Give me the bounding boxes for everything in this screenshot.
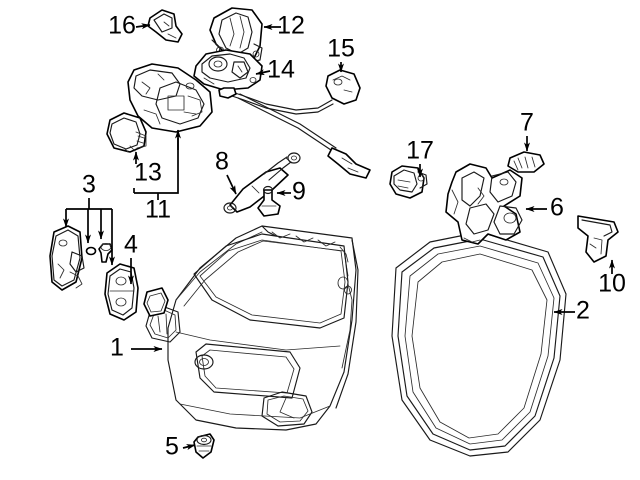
callout-number-5: 5 xyxy=(165,433,179,461)
part-motor-module xyxy=(106,112,147,153)
callout-number-11: 11 xyxy=(145,196,171,224)
part-side-trim-clip xyxy=(577,215,619,263)
callout-number-17: 17 xyxy=(406,137,434,165)
callout-number-3: 3 xyxy=(82,171,96,199)
callout-number-7: 7 xyxy=(520,109,534,137)
part-cover-cap xyxy=(143,287,169,317)
callout-number-12: 12 xyxy=(277,12,305,40)
part-cable-assembly xyxy=(218,69,371,179)
part-gas-strut xyxy=(223,152,301,214)
part-retainer-bracket xyxy=(147,9,183,43)
part-latch-actuator xyxy=(127,63,213,133)
callout-number-10: 10 xyxy=(598,270,626,298)
callout-number-4: 4 xyxy=(124,231,138,259)
callout-number-1: 1 xyxy=(110,334,124,362)
part-handle-release-switch xyxy=(193,49,263,91)
callout-number-8: 8 xyxy=(215,148,229,176)
leader-3 xyxy=(63,198,115,266)
part-upper-bracket xyxy=(209,7,263,63)
callout-number-2: 2 xyxy=(576,297,590,325)
leader-16 xyxy=(135,23,151,30)
part-hinge-pad xyxy=(507,151,545,173)
part-ball-stud xyxy=(257,185,281,217)
callout-number-16: 16 xyxy=(108,12,136,40)
callout-number-13: 13 xyxy=(134,159,162,187)
leader-5 xyxy=(182,444,196,450)
callout-number-14: 14 xyxy=(267,56,295,84)
part-liftgate-panel xyxy=(145,225,359,431)
callout-number-9: 9 xyxy=(292,178,306,206)
callout-number-15: 15 xyxy=(327,35,355,63)
part-hinge-bracket xyxy=(445,163,523,245)
part-bumper-stop xyxy=(193,433,215,459)
callout-number-6: 6 xyxy=(550,194,564,222)
leader-11 xyxy=(133,129,181,200)
leader-8 xyxy=(226,174,237,195)
leader-14 xyxy=(255,69,271,76)
